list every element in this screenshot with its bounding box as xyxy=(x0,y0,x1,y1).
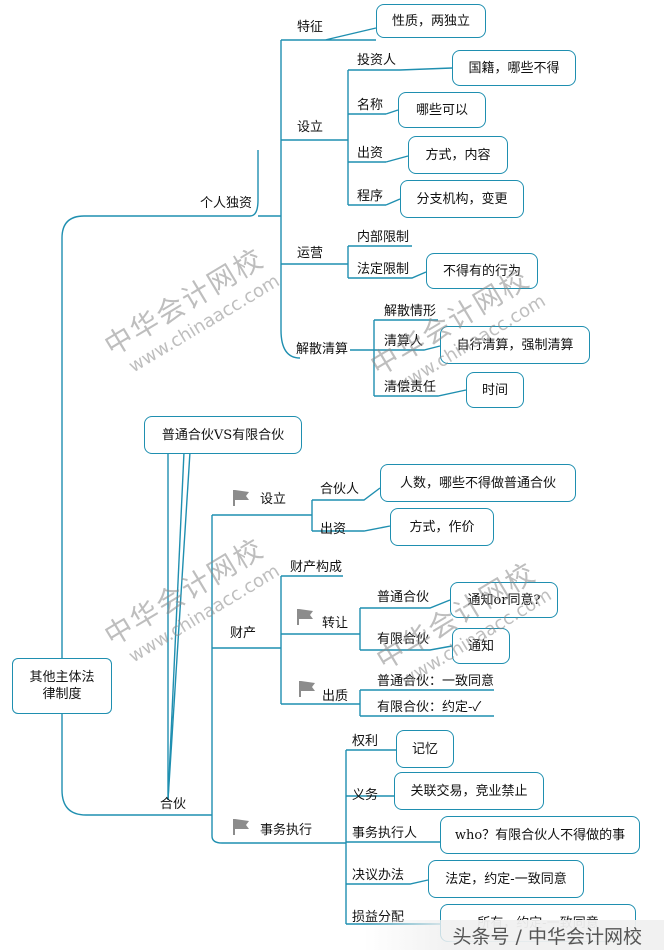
affairs-rights-detail[interactable]: 记忆 xyxy=(396,730,454,768)
sole-internal-limit-label[interactable]: 内部限制 xyxy=(357,230,410,245)
transfer-limited-label[interactable]: 有限合伙 xyxy=(377,632,430,647)
sole-capital-detail[interactable]: 方式，内容 xyxy=(408,136,508,174)
partnership-compare-box[interactable]: 普通合伙VS有限合伙 xyxy=(144,416,302,454)
affairs-executor-detail[interactable]: who？有限合伙人不得做的事 xyxy=(440,816,640,854)
affairs-duties-detail[interactable]: 关联交易，竞业禁止 xyxy=(394,772,544,810)
transfer-general-detail[interactable]: 通知or同意? xyxy=(450,582,558,618)
source-footer: 头条号 / 中华会计网校 xyxy=(364,920,664,950)
partnership-property-label[interactable]: 财产 xyxy=(230,626,257,641)
sole-name-label[interactable]: 名称 xyxy=(357,98,384,113)
affairs-rights-label[interactable]: 权利 xyxy=(352,734,379,749)
partnership-partner-label[interactable]: 合伙人 xyxy=(320,482,360,497)
partnership-label[interactable]: 合伙 xyxy=(160,797,187,812)
sole-features-label[interactable]: 特征 xyxy=(297,20,324,35)
partnership-affairs-label[interactable]: 事务执行 xyxy=(260,823,313,838)
sole-legal-limit-label[interactable]: 法定限制 xyxy=(357,262,410,277)
affairs-resolution-label[interactable]: 决议办法 xyxy=(352,868,405,883)
transfer-general-label[interactable]: 普通合伙 xyxy=(377,590,430,605)
sole-investor-detail[interactable]: 国籍，哪些不得 xyxy=(452,50,576,86)
root-label: 其他主体法律制度 xyxy=(29,670,95,702)
sole-capital-label[interactable]: 出资 xyxy=(357,146,384,161)
partnership-partner-detail[interactable]: 人数，哪些不得做普通合伙 xyxy=(380,464,576,502)
property-transfer-label[interactable]: 转让 xyxy=(322,616,349,631)
transfer-limited-detail[interactable]: 通知 xyxy=(452,628,510,664)
property-pledge-label[interactable]: 出质 xyxy=(322,689,349,704)
pledge-limited-text[interactable]: 有限合伙：约定-✓ xyxy=(377,700,482,715)
sole-dissolution-cases-label[interactable]: 解散情形 xyxy=(384,304,437,319)
sole-procedure-detail[interactable]: 分支机构，变更 xyxy=(400,180,524,218)
sole-proprietorship-label[interactable]: 个人独资 xyxy=(200,196,253,211)
affairs-duties-label[interactable]: 义务 xyxy=(352,788,379,803)
root-node[interactable]: 其他主体法律制度 xyxy=(12,658,112,714)
partnership-capital-detail[interactable]: 方式，作价 xyxy=(390,508,494,546)
flag-icon xyxy=(233,819,249,835)
flag-icon xyxy=(299,681,315,697)
sole-features-detail[interactable]: 性质，两独立 xyxy=(376,4,486,38)
flag-icon xyxy=(233,490,249,506)
partnership-capital-label[interactable]: 出资 xyxy=(320,522,347,537)
partnership-setup-label[interactable]: 设立 xyxy=(260,492,287,507)
sole-legal-limit-detail[interactable]: 不得有的行为 xyxy=(426,253,538,289)
affairs-executor-label[interactable]: 事务执行人 xyxy=(352,826,418,841)
sole-name-detail[interactable]: 哪些可以 xyxy=(398,92,486,128)
sole-operation-label[interactable]: 运营 xyxy=(297,246,324,261)
sole-liquidator-label[interactable]: 清算人 xyxy=(384,334,424,349)
sole-liquidator-detail[interactable]: 自行清算，强制清算 xyxy=(440,326,590,364)
sole-investor-label[interactable]: 投资人 xyxy=(357,53,397,68)
sole-liability-detail[interactable]: 时间 xyxy=(466,372,524,408)
sole-setup-label[interactable]: 设立 xyxy=(297,120,324,135)
pledge-general-text[interactable]: 普通合伙：一致同意 xyxy=(377,674,495,689)
affairs-resolution-detail[interactable]: 法定，约定-一致同意 xyxy=(428,860,584,898)
flag-icon xyxy=(297,609,313,625)
property-composition-label[interactable]: 财产构成 xyxy=(290,560,343,575)
sole-liability-label[interactable]: 清偿责任 xyxy=(384,380,437,395)
sole-dissolution-label[interactable]: 解散清算 xyxy=(296,342,349,357)
sole-procedure-label[interactable]: 程序 xyxy=(357,189,384,204)
